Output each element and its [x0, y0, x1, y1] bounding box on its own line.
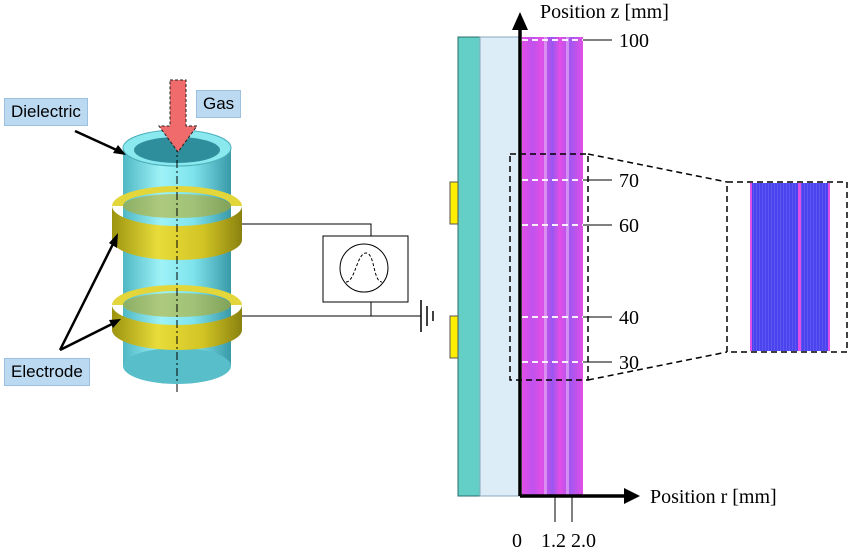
plasma-stripe-2 [566, 37, 569, 496]
gas-label: Gas [196, 90, 242, 118]
z-tick-label: 40 [619, 307, 639, 329]
z-axis-arrowhead [512, 12, 528, 30]
z-tick-label: 60 [619, 215, 639, 237]
probe-lines [522, 39, 583, 363]
electrode-pointer-upper [58, 239, 117, 351]
inner-wall-layer [479, 36, 521, 497]
plasma-column [522, 37, 583, 496]
r-tick-label: 1.2 [541, 530, 566, 552]
r-tick-label: 0 [512, 530, 522, 552]
upper-electrode [112, 186, 242, 260]
r-ticks [554, 496, 573, 522]
zoom-region-box [509, 153, 589, 381]
electrode-marker-lower [449, 315, 459, 359]
zoom-connector-bottom [587, 351, 728, 381]
pulse-waveform-icon [339, 243, 389, 293]
z-tick-label: 100 [619, 30, 649, 52]
electrode-pointer-upper-head [109, 233, 118, 248]
zoom-inset-box [726, 181, 848, 353]
pulse-waveform-trace [345, 252, 383, 283]
outer-wall-layer [457, 36, 481, 497]
zoom-inset-stripe-left [750, 183, 752, 351]
electrode-pointer-lower-head [109, 319, 121, 328]
zoom-connector-top [587, 153, 728, 183]
dielectric-pointer-head [113, 145, 126, 155]
ground-icon [420, 300, 434, 332]
r-axis-arrowhead [624, 488, 640, 504]
simulation-domain [449, 12, 848, 522]
power-circuit [242, 223, 434, 332]
electrode-label: Electrode [4, 358, 90, 386]
zoom-inset-plasma [750, 183, 830, 351]
electrode-marker-upper [449, 181, 459, 225]
r-tick-label: 2.0 [571, 530, 596, 552]
z-tick-label: 30 [619, 352, 639, 374]
plasma-jet-device [58, 79, 242, 392]
zoom-inset-stripe-mid [798, 183, 801, 351]
gas-inlet-arrow [158, 79, 198, 153]
plasma-stripe-1 [544, 37, 547, 496]
z-axis-title: Position z [mm] [540, 1, 669, 23]
dielectric-label: Dielectric [4, 98, 88, 126]
dielectric-pointer [74, 129, 122, 154]
z-tick-label: 70 [619, 170, 639, 192]
zoom-inset-stripe-right [828, 183, 830, 351]
r-axis-title: Position r [mm] [650, 486, 777, 508]
electrode-pointer-lower [59, 320, 117, 352]
dielectric-tube-bottom [123, 348, 231, 384]
